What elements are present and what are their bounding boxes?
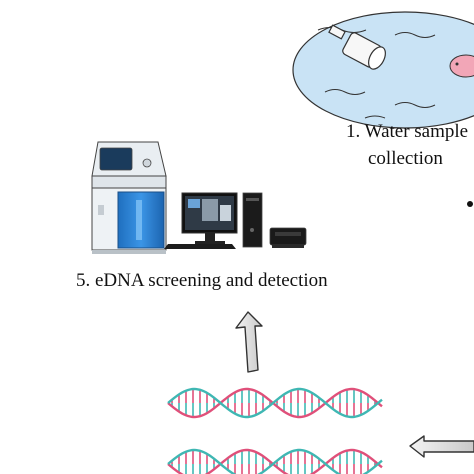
gel-imager-icon: [91, 141, 167, 254]
up-arrow-icon: [235, 311, 263, 373]
dna-strand: [167, 387, 383, 419]
water-sample-pond: [292, 11, 474, 129]
fish-icon: [449, 54, 474, 78]
step-1-label-line-2: collection: [368, 148, 443, 169]
printer-icon: [269, 227, 307, 248]
dna-helix-icon: [167, 387, 383, 474]
step-1-label-line-1: 1. Water sample: [346, 121, 469, 142]
left-arrow-icon: [409, 435, 474, 458]
dna-strand: [167, 448, 383, 474]
pc-tower-icon: [242, 192, 263, 248]
computer-monitor-icon: [164, 192, 238, 249]
step-5-label: 5. eDNA screening and detection: [76, 270, 328, 291]
water-bottle-icon: [328, 24, 386, 70]
dna-strand: [167, 448, 383, 474]
bullet-dot: [467, 201, 473, 207]
dna-strand: [167, 387, 383, 419]
